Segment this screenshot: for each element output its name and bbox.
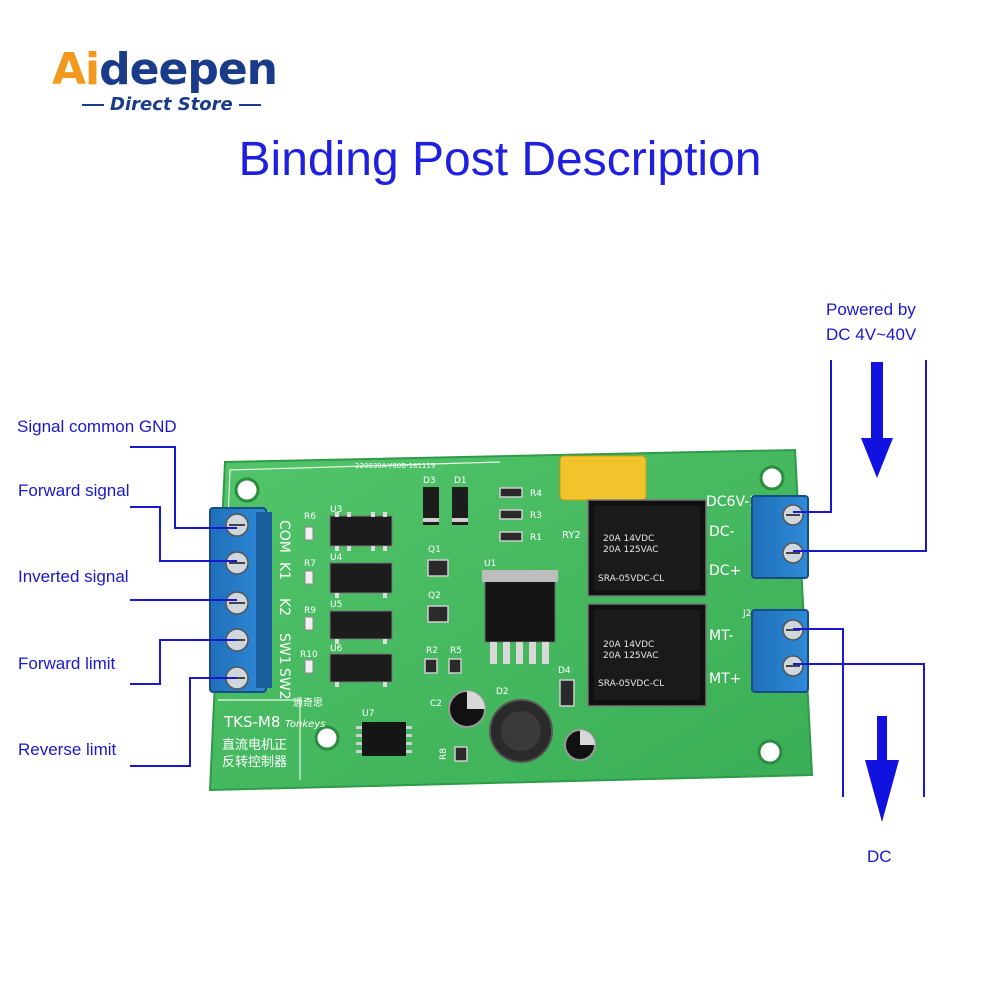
relay-1: 20A 14VDC 20A 125VAC SRA-05VDC-CL: [587, 499, 707, 597]
logo-tagline: Direct Store: [76, 94, 267, 115]
label-signal-common-gnd: Signal common GND: [17, 417, 177, 436]
label-d1: D1: [454, 476, 467, 486]
label-u5: U5: [330, 600, 342, 610]
label-dc-minus: DC-: [709, 524, 735, 540]
film-capacitor: [559, 455, 647, 501]
label-mt-minus: MT-: [709, 628, 733, 644]
label-r5: R5: [450, 646, 462, 656]
ic-u7: [356, 722, 412, 756]
terminal-label-sw1: SW1: [276, 633, 292, 665]
terminal-label-com: COM: [276, 520, 292, 553]
board-model: TKS-M8: [223, 713, 280, 731]
board-brand: Tonkeys: [285, 719, 325, 730]
relay2-rating2: 20A 125VAC: [603, 651, 659, 661]
logo-prefix: Ai: [52, 44, 100, 95]
terminal-label-k1: K1: [276, 562, 292, 580]
power-terminal-block: [751, 495, 809, 579]
label-mt-plus: MT+: [709, 671, 741, 687]
label-c2: C2: [430, 699, 442, 709]
label-powered-by: Powered by: [826, 300, 916, 319]
label-r7: R7: [304, 559, 316, 569]
relay-2: 20A 14VDC 20A 125VAC SRA-05VDC-CL: [587, 603, 707, 707]
label-r1: R1: [530, 533, 542, 543]
label-forward-limit: Forward limit: [18, 654, 116, 673]
label-u4: U4: [330, 553, 343, 563]
relay2-model: SRA-05VDC-CL: [598, 679, 664, 689]
page-title: Binding Post Description: [238, 133, 762, 186]
left-callout-lines: [130, 446, 237, 767]
regulator-u1: [482, 570, 558, 664]
label-r2: R2: [426, 646, 438, 656]
label-d2: D2: [496, 687, 509, 697]
right-callout-lines: [793, 360, 927, 797]
terminal-label-k2: K2: [276, 598, 292, 616]
label-r3: R3: [530, 511, 542, 521]
label-u6: U6: [330, 644, 343, 654]
inductor: [489, 699, 553, 763]
label-u1: U1: [484, 559, 496, 569]
label-d4: D4: [558, 666, 571, 676]
optocouplers: [329, 512, 393, 687]
label-u7: U7: [362, 709, 374, 719]
board-cn-brand: 通奇思: [293, 696, 323, 709]
electrolytic-cap-c3: [564, 729, 596, 761]
logo-rest: deepen: [99, 44, 278, 95]
label-r8: R8: [439, 748, 449, 760]
label-r10: R10: [300, 650, 318, 660]
label-forward-signal: Forward signal: [18, 481, 130, 500]
label-reverse-limit: Reverse limit: [18, 740, 117, 759]
brand-logo: Aideepen: [52, 44, 278, 95]
arrow-down-power-icon: [861, 362, 893, 478]
board-cn-line2: 反转控制器: [222, 755, 287, 770]
label-j2: J2: [742, 609, 751, 619]
relay1-rating1: 20A 14VDC: [603, 534, 654, 544]
relay1-rating2: 20A 125VAC: [603, 545, 659, 555]
label-dc-motor: DC: [867, 847, 892, 866]
label-r4: R4: [530, 489, 542, 499]
arrow-down-motor-icon: [865, 716, 899, 822]
label-d3: D3: [423, 476, 436, 486]
board-cn-line1: 直流电机正: [222, 738, 287, 753]
label-r6: R6: [304, 512, 316, 522]
terminal-label-sw2: SW2: [276, 668, 292, 700]
left-terminal-block: [209, 507, 272, 693]
label-q1: Q1: [428, 545, 441, 555]
relay-designator: RY2: [562, 530, 581, 541]
label-u3: U3: [330, 505, 342, 515]
relay1-model: SRA-05VDC-CL: [598, 574, 664, 584]
pcb-serial: 220039A-Y80B-181119: [355, 462, 435, 470]
label-power-range: DC 4V~40V: [826, 325, 917, 344]
label-dc-plus: DC+: [709, 563, 741, 579]
motor-terminal-block: [751, 609, 809, 693]
label-r9: R9: [304, 606, 316, 616]
label-q2: Q2: [428, 591, 441, 601]
relay2-rating1: 20A 14VDC: [603, 640, 654, 650]
label-inverted-signal: Inverted signal: [18, 567, 129, 586]
electrolytic-cap-c2: [448, 690, 486, 728]
